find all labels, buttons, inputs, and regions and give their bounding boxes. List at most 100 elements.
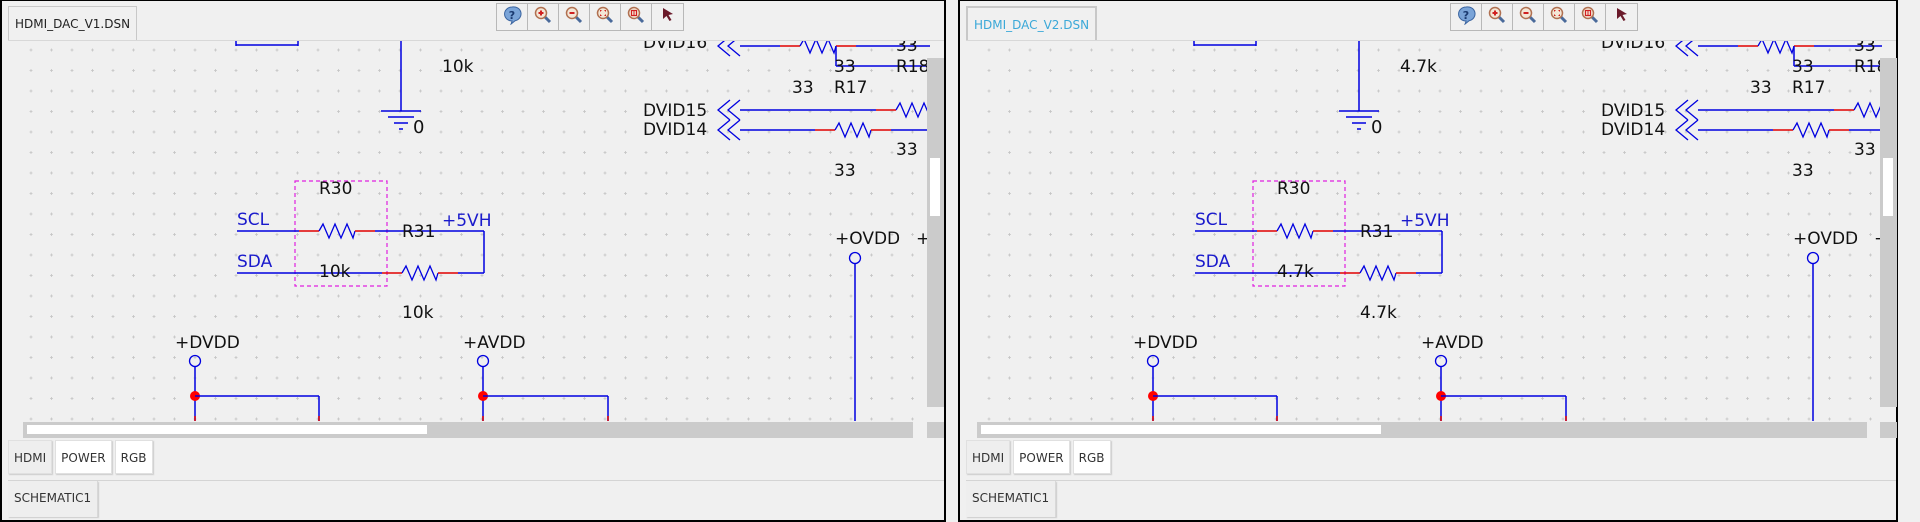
zoom-out-icon xyxy=(1518,5,1538,29)
schematic-tab[interactable]: SCHEMATIC1 xyxy=(8,481,99,517)
sheet-tab-hdmi[interactable]: HDMI xyxy=(966,440,1011,474)
file-tab-v1[interactable]: HDMI_DAC_V1.DSN xyxy=(8,6,138,40)
zoom-out-button[interactable] xyxy=(559,4,590,30)
net-label-sda: SDA xyxy=(237,252,273,272)
vertical-scrollbar[interactable] xyxy=(1880,58,1897,407)
resistor-value-label: 33 xyxy=(834,161,856,181)
power-ovdd-label: +OVDD xyxy=(835,229,900,249)
resistor-value-label: 33 xyxy=(1792,161,1814,181)
net-label-dvid14: DVID14 xyxy=(1601,120,1665,140)
scrollbar-corner xyxy=(1880,422,1897,438)
power-port-icon xyxy=(1806,251,1820,265)
zoom-fit-button[interactable] xyxy=(1544,4,1575,30)
resistor-symbol xyxy=(1853,101,1882,119)
zoom-area-icon xyxy=(626,5,646,29)
net-label-dvid16: DVID16 xyxy=(1601,41,1665,53)
net-label-dvid15: DVID15 xyxy=(643,101,707,121)
zoom-out-icon xyxy=(564,5,584,29)
file-tab-v2[interactable]: HDMI_DAC_V2.DSN xyxy=(966,6,1098,40)
resistor-r30-symbol xyxy=(318,222,356,240)
selection-box xyxy=(294,180,388,287)
tab-divider xyxy=(8,40,944,41)
sheet-tab-power[interactable]: POWER xyxy=(55,440,112,474)
net-label-scl: SCL xyxy=(1195,210,1228,230)
schematic-canvas-v2[interactable]: 4.7k0DVID163333R1833R17DVID15DVID143333R… xyxy=(966,41,1882,421)
help-icon: ? xyxy=(502,5,522,29)
svg-text:?: ? xyxy=(509,9,515,22)
pane-bottom-border xyxy=(960,520,1896,522)
sheet-tab-power[interactable]: POWER xyxy=(1013,440,1070,474)
sheet-tab-hdmi[interactable]: HDMI xyxy=(8,440,53,474)
svg-text:?: ? xyxy=(1463,9,1469,22)
sheet-tab-rgb[interactable]: RGB xyxy=(1072,440,1111,474)
toolbar-v2: ? xyxy=(1450,3,1638,31)
tab-divider xyxy=(966,40,1896,41)
zoom-area-button[interactable] xyxy=(621,4,652,30)
offpage-connector-icon xyxy=(716,99,741,121)
offpage-connector-icon xyxy=(716,119,741,141)
select-pointer-icon xyxy=(1612,5,1632,29)
resistor-r18-ref: R18 xyxy=(896,57,929,77)
resistor-r31-ref: R31 xyxy=(402,222,435,242)
bottom-divider xyxy=(8,480,944,481)
select-pointer-button[interactable] xyxy=(652,4,683,30)
resistor-r31-value: 10k xyxy=(402,303,434,323)
resistor-r31-symbol xyxy=(1359,264,1397,282)
sheet-tab-rgb[interactable]: RGB xyxy=(114,440,153,474)
power-dvdd-label: +DVDD xyxy=(1133,333,1198,353)
horizontal-scrollbar[interactable] xyxy=(23,422,913,438)
resistor-r31-ref: R31 xyxy=(1360,222,1393,242)
net-label-scl: SCL xyxy=(237,210,270,230)
zoom-fit-button[interactable] xyxy=(590,4,621,30)
resistor-r30-value: 10k xyxy=(319,262,351,282)
help-button[interactable]: ? xyxy=(1451,4,1482,30)
power-port-icon xyxy=(1146,354,1160,368)
zoom-in-icon xyxy=(533,5,553,29)
zoom-in-icon xyxy=(1487,5,1507,29)
sheet-tabs: HDMI POWER RGB xyxy=(966,440,1111,474)
ground-net-label: 0 xyxy=(1371,117,1382,138)
zoom-area-button[interactable] xyxy=(1575,4,1606,30)
horizontal-scroll-thumb[interactable] xyxy=(27,425,427,434)
resistor-r17-ref: R17 xyxy=(834,78,867,98)
power-ovdd-label: +OVDD xyxy=(1793,229,1858,249)
offpage-connector-icon xyxy=(1674,99,1699,121)
zoom-in-button[interactable] xyxy=(1482,4,1513,30)
pane-bottom-border xyxy=(2,520,944,522)
scrollbar-corner xyxy=(927,422,944,438)
horizontal-scroll-thumb[interactable] xyxy=(981,425,1381,434)
offpage-connector-icon xyxy=(716,41,741,57)
net-label-5vh: +5VH xyxy=(1400,211,1449,231)
resistor-r31-symbol xyxy=(401,264,439,282)
vertical-scroll-thumb[interactable] xyxy=(1883,158,1893,216)
pane-top-border xyxy=(2,0,944,1)
resistor-symbol xyxy=(834,121,872,139)
zoom-fit-icon xyxy=(1549,5,1569,29)
power-avdd-label: +AVDD xyxy=(1421,333,1484,353)
select-pointer-icon xyxy=(658,5,678,29)
resistor-r17-symbol xyxy=(799,41,837,55)
resistor-value-label: 33 xyxy=(896,140,918,160)
sheet-tabs: HDMI POWER RGB xyxy=(8,440,153,474)
resistor-r17-value: 33 xyxy=(1792,57,1814,77)
resistor-value-label: 33 xyxy=(1750,78,1772,98)
schematic-tab[interactable]: SCHEMATIC1 xyxy=(966,481,1057,517)
schematic-drawing: 4.7k0DVID163333R1833R17DVID15DVID143333R… xyxy=(987,41,1882,421)
power-port-icon xyxy=(848,251,862,265)
horizontal-scrollbar[interactable] xyxy=(977,422,1867,438)
resistor-r30-value: 4.7k xyxy=(1277,262,1314,282)
vertical-scrollbar[interactable] xyxy=(927,58,944,407)
zoom-out-button[interactable] xyxy=(1513,4,1544,30)
resistor-r17-ref: R17 xyxy=(1792,78,1825,98)
vertical-scroll-thumb[interactable] xyxy=(930,158,940,216)
net-label-5vh: +5VH xyxy=(442,211,491,231)
net-label-dvid16: DVID16 xyxy=(643,41,707,53)
pane-top-border xyxy=(960,0,1896,1)
select-pointer-button[interactable] xyxy=(1606,4,1637,30)
resistor-r30-ref: R30 xyxy=(1277,179,1310,199)
power-port-icon xyxy=(476,354,490,368)
zoom-in-button[interactable] xyxy=(528,4,559,30)
help-button[interactable]: ? xyxy=(497,4,528,30)
